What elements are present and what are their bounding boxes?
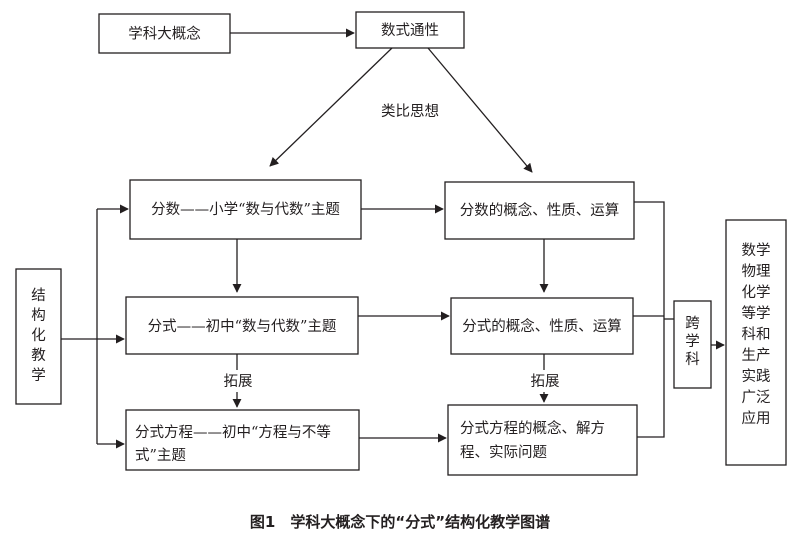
structured-teaching-char: 构 (31, 307, 46, 324)
application-line: 广泛 (742, 389, 771, 406)
application-line: 物理 (742, 263, 771, 280)
structured-teaching-box: 结 构 化 教 学 (15, 268, 62, 405)
general-property-box: 数式通性 (355, 11, 465, 49)
general-property-label: 数式通性 (381, 22, 439, 39)
equation-concept-line: 分式方程的概念、解方 (460, 419, 605, 437)
fraction-concept-label: 分数的概念、性质、运算 (460, 201, 620, 219)
structured-teaching-char: 教 (31, 347, 46, 364)
structured-teaching-char: 化 (31, 327, 46, 344)
connectors (61, 28, 725, 449)
extend-left-label: 拓展 (224, 373, 253, 390)
cross-discipline-char: 科 (685, 351, 700, 368)
equation-concept-box: 分式方程的概念、解方 程、实际问题 (447, 404, 638, 476)
structured-teaching-char: 学 (31, 367, 46, 384)
analogy-label: 类比思想 (381, 103, 439, 120)
equation-concept-line: 程、实际问题 (460, 444, 547, 461)
application-line: 等学 (742, 304, 771, 322)
rational-concept-label: 分式的概念、性质、运算 (462, 317, 622, 335)
extend-right-label: 拓展 (531, 373, 560, 390)
rational-concept-box: 分式的概念、性质、运算 (450, 297, 634, 355)
application-line: 实践 (742, 368, 771, 385)
equation-junior-line: 分式方程——初中“方程与不等 (135, 423, 331, 441)
fraction-concept-box: 分数的概念、性质、运算 (444, 181, 635, 240)
application-line: 应用 (742, 409, 771, 427)
application-line: 生产 (742, 347, 771, 364)
rational-junior-box: 分式——初中“数与代数”主题 (125, 296, 359, 355)
figure-caption: 图1 学科大概念下的“分式”结构化教学图谱 (250, 513, 550, 531)
rational-junior-label: 分式——初中“数与代数”主题 (148, 318, 337, 335)
big-concept-label: 学科大概念 (128, 25, 201, 43)
cross-discipline-char: 跨 (685, 315, 700, 332)
application-line: 化学 (742, 284, 771, 301)
application-line: 数学 (742, 242, 771, 259)
fraction-primary-label: 分数——小学“数与代数”主题 (151, 201, 340, 218)
big-concept-box: 学科大概念 (98, 13, 231, 54)
equation-junior-box: 分式方程——初中“方程与不等 式”主题 (125, 409, 360, 471)
cross-discipline-box: 跨 学 科 (673, 300, 712, 389)
cross-discipline-char: 学 (685, 333, 700, 350)
structured-teaching-char: 结 (31, 287, 46, 304)
fraction-primary-box: 分数——小学“数与代数”主题 (129, 179, 362, 240)
equation-junior-line: 式”主题 (135, 447, 186, 464)
application-line: 科和 (742, 326, 771, 343)
application-box: 数学 物理 化学 等学 科和 生产 实践 广泛 应用 (725, 219, 787, 466)
